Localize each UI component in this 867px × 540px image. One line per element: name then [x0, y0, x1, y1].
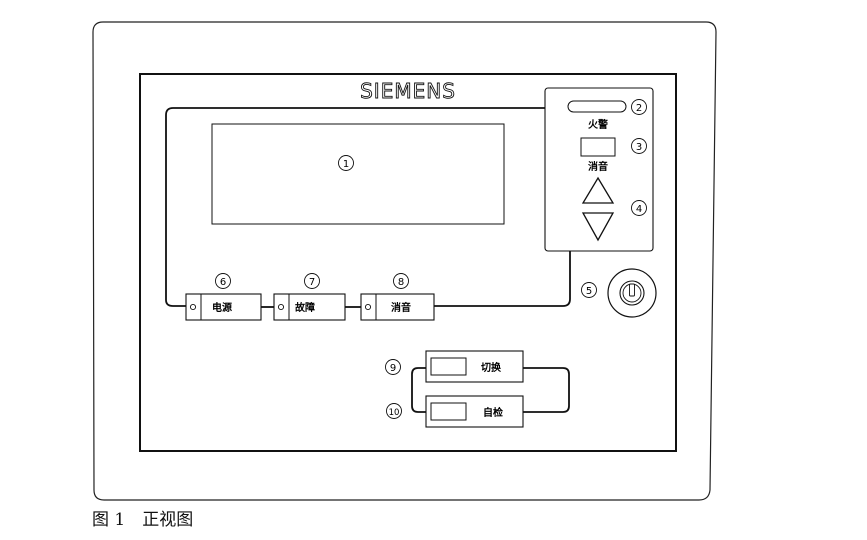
callout-marker: [215, 273, 231, 289]
side-control-panel: [544, 87, 654, 252]
callout-marker: [631, 200, 647, 216]
triangle-up-icon[interactable]: [581, 176, 615, 204]
callout-marker: [338, 155, 354, 171]
callout-number: 3: [636, 142, 642, 153]
silence-key[interactable]: [580, 137, 616, 157]
lcd-display: [211, 123, 505, 225]
silence-led: [364, 303, 372, 311]
callout-number: 4: [636, 204, 642, 215]
connector-line: [434, 251, 571, 307]
callout-marker: [393, 273, 409, 289]
connector-line: [411, 367, 426, 413]
power-led: [189, 303, 197, 311]
callout-marker: [631, 99, 647, 115]
silence-led-label: 消音: [391, 301, 411, 314]
connector-line: [165, 107, 545, 307]
fire-alarm-label: 火警: [588, 118, 608, 131]
fire-alarm-indicator: [567, 100, 627, 113]
callout-marker: [304, 273, 320, 289]
silence-key-label: 消音: [588, 160, 608, 173]
callout-number: 7: [309, 277, 315, 288]
fault-led-housing: [273, 293, 346, 321]
switch-button-label: 切换: [481, 361, 502, 374]
self-test-button-label: 自检: [483, 406, 503, 419]
callout-marker: [386, 403, 402, 419]
fault-led-label: 故障: [295, 301, 315, 314]
fault-led: [277, 303, 285, 311]
power-led-label: 电源: [212, 301, 232, 314]
switch-button-window: [430, 357, 467, 376]
callout-number: 6: [220, 277, 226, 288]
callout-marker: [385, 359, 401, 375]
figure-caption: 图 1 正视图: [92, 510, 194, 530]
silence-led-housing: [360, 293, 435, 321]
key-switch-icon[interactable]: [607, 268, 657, 318]
triangle-down-icon[interactable]: [581, 212, 615, 242]
callout-marker: [581, 282, 597, 298]
callout-number: 1: [343, 159, 349, 170]
callout-number: 9: [390, 363, 396, 374]
self-test-button-window: [430, 402, 467, 421]
callout-number: 8: [398, 277, 404, 288]
brand-logo: SIEMENS: [360, 79, 456, 103]
callout-number: 5: [586, 286, 592, 297]
power-led-housing: [185, 293, 262, 321]
callout-marker: [631, 138, 647, 154]
connector-line: [523, 367, 570, 413]
callout-number: 2: [636, 103, 642, 114]
callout-number: 10: [389, 408, 400, 418]
